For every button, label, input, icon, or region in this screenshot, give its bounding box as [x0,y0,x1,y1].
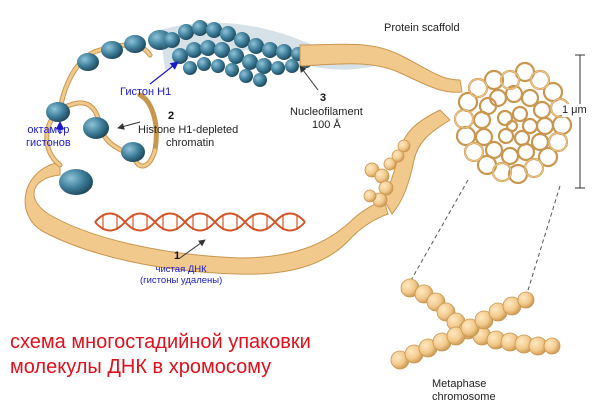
metaphase-chromosome-label: Metaphase chromosome [432,378,496,403]
histone-octamer-line1: октамер [27,124,70,136]
nucleosome [121,142,145,162]
protein-scaffold-label: Protein scaffold [384,22,460,34]
histone-octamer-label: октамер гистонов [26,124,71,149]
scale-bar [575,54,585,189]
naked-dna-ribbon [24,161,389,275]
dna-double-helix [94,212,306,232]
nucleosome [124,35,146,53]
nucleosome [83,117,109,139]
nucleofilament-label: Nucleofilament 100 Å [290,106,363,131]
nucleosome [46,102,70,122]
pointer-arrows [55,61,319,259]
coiled-fiber-segment [363,139,411,208]
nucleosome [59,169,93,195]
metaphase-chromosome [390,278,561,370]
metaphase-line1: Metaphase [432,378,487,390]
h1-depleted-line1: Histone H1-depleted [138,124,239,136]
nucleosomes [46,30,172,195]
histone-octamer-line2: гистонов [26,136,71,149]
diagram-title: схема многостадийной упаковки молекулы Д… [10,330,311,380]
naked-dna-label: чистая ДНК (гистоны удалены) [140,264,223,287]
naked-dna-line2: (гистоны удалены) [140,274,223,286]
step-1-number: 1 [174,250,181,262]
h1-depleted-line2: chromatin [166,136,215,149]
nucleofilament-line1: Nucleofilament [290,106,363,118]
scale-label: 1 μm [562,104,587,117]
step-3-number: 3 [320,92,327,104]
step-2-number: 2 [168,110,175,122]
metaphase-line2: chromosome [432,390,496,403]
zoom-lines [409,179,561,301]
naked-dna-line1: чистая ДНК [155,264,207,275]
h1-depleted-chromatin-label: Histone H1-depleted chromatin [138,124,238,149]
nucleosome [77,53,99,71]
histone-h1-label: Гистон Н1 [120,86,172,98]
nucleosome [101,41,123,59]
nucleofilament-line2: 100 Å [312,118,341,131]
title-line2: молекулы ДНК в хромосому [10,356,272,378]
title-line1: схема многостадийной упаковки [10,331,311,353]
